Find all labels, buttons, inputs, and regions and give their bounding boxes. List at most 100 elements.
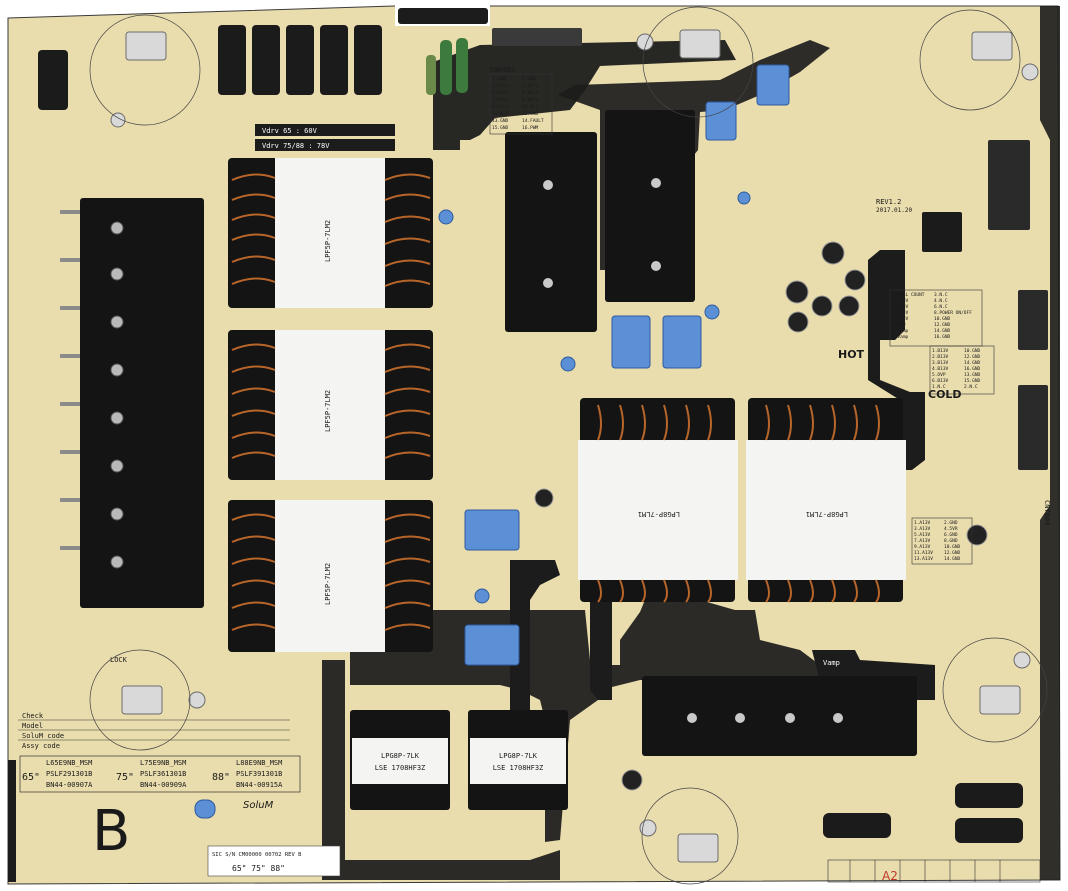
pin-16: 16.PWM [522,125,539,131]
model-75-line1: L75E9NB_MSM [140,759,186,767]
transformer-lk-left-line2: LSE 1708HF3Z [375,764,426,772]
pin-r3b-7: 14.GND [944,556,961,562]
pin-5: 5.Vdrv [492,90,509,96]
transformer-lk-right-line1: LPG8P-7LK [499,752,538,760]
pin-r1b-1: 3.N.C [934,292,948,298]
transformer-lm2-bottom: LPF5P-7LM2 [228,500,433,652]
pin-r1-5: 5.A13V [892,316,909,322]
model-table: Check Model SoluM code Assy code 65" 75"… [18,712,301,864]
top-heatsinks [505,110,695,332]
model-88-line2: PSLF391301B [236,770,282,778]
model-75-line2: PSLF361301B [140,770,186,778]
size-75: 75" [116,772,134,783]
sticker-serial: SIC S/N CM00000 00702 REV B [212,852,302,858]
model-88-line3: BN44-00915A [236,781,283,789]
transformer-lm1-right-label: LPG8P-7LM1 [806,510,848,518]
pinout-table-right-1: 1.PULL COUNT 2.A13V 3.A13V 4.A13V 5.A13V… [889,289,983,347]
transformer-lm1-right: LPG8P-7LM1 [746,398,906,603]
pin-r1-8: 8.Vamp [892,334,909,340]
pin-r1-2: 2.A13V [892,298,909,304]
pin-r2-7: 1.N.C [932,384,946,390]
pin-r1-3: 3.A13V [892,304,909,310]
pin-r2b-1: 10.GND [964,348,981,354]
label-hot: HOT [838,348,865,361]
label-model: Model [22,722,43,730]
pin-10: 10.N.C [522,104,539,110]
pin-r3b-3: 6.GND [944,532,958,538]
model-75-line3: BN44-00909A [140,781,187,789]
transformer-lm2-top-label: LPF5P-7LM2 [324,220,332,262]
pin-r1b-6: 12.GND [934,322,951,328]
pin-r2b-2: 12.GND [964,354,981,360]
label-cnt804: CNT804 [1043,500,1051,525]
model-88-line1: L88E9NB_MSM [236,759,282,767]
model-65-line1: L65E9NB_MSM [46,759,92,767]
label-lock: LOCK [110,656,128,664]
pin-r3-2: 3.A13V [914,526,931,532]
lugs [110,29,1039,863]
pin-r2b-3: 14.GND [964,360,981,366]
pin-15: 15.GND [492,125,509,131]
label-rev: REV1.2 [876,198,901,206]
pin-r2b-4: 16.GND [964,366,981,372]
pin-r1b-4: 8.POWER ON/OFF [934,310,972,316]
pin-r3b-4: 8.GND [944,538,958,544]
transformer-lm1-left: LPG8P-7LM1 [578,398,738,603]
pin-7: 7.Vdrv [492,97,509,103]
pinout-table-cnv903: 1.GND 2.GND 3.Vdrv 4.Vdrv 5.Vdrv 6.Vdrv … [489,73,553,135]
model-65-line3: BN44-00907A [46,781,93,789]
check-grid: A2 [827,859,1041,883]
pin-9: 9.Vdrv [492,104,509,110]
connectors [492,28,1048,470]
top-capacitors [38,25,468,110]
pin-r3-7: 13.A13V [914,556,933,562]
label-cnv903: CNV903 [490,66,515,74]
pin-r2-1: 1.B13V [932,348,949,354]
transformer-lm2-bottom-label: LPF5P-7LM2 [324,563,332,605]
pin-8: 8.Vdrv [522,97,539,103]
pin-r1-7: 7.Vamp [892,328,909,334]
transformer-lm1-left-label: LPG8P-7LM1 [638,510,680,518]
pin-r3-1: 1.A13V [914,520,931,526]
pin-2: 2.GND [522,76,536,82]
label-vdrv-65: Vdrv 65 : 60V [262,127,318,135]
pin-14: 14.FAULT [522,118,544,124]
transformer-lk-right-line2: LSE 1708HF3Z [493,764,544,772]
pin-r1b-8: 16.GND [934,334,951,340]
pin-6: 6.Vdrv [522,90,539,96]
label-rev-date: 2017.01.20 [876,207,913,214]
pin-r3b-5: 10.GND [944,544,961,550]
pin-11: 11.N.C [492,111,509,117]
pin-r2-6: 6.B13V [932,378,949,384]
pin-r3b-6: 12.GND [944,550,961,556]
brand-solum: SoluM [243,800,274,811]
axial-caps [823,783,1023,843]
label-cold: COLD [928,388,962,401]
pin-3: 3.Vdrv [492,83,509,89]
pin-r3-5: 9.A13V [914,544,931,550]
pin-r2-3: 3.B13V [932,360,949,366]
pin-12: 12.GND [522,111,539,117]
pin-r3b-1: 2.GND [944,520,958,526]
pin-r1-6: 6.GND [892,322,906,328]
pin-r1b-3: 6.N.C [934,304,948,310]
label-vamp: Vamp [823,659,840,667]
pin-r1-4: 4.A13V [892,310,909,316]
board-labels: Vdrv 65 : 60V Vdrv 75/88 : 78V HOT COLD … [110,66,1051,668]
label-vdrv-75-88: Vdrv 75/88 : 78V [262,142,330,150]
bottom-right-heatsink [642,676,917,756]
sticker-sizes: 65" 75" 88" [232,864,285,873]
pinout-table-right-2: 1.B13V 2.B13V 3.B13V 4.B13V 5.OVP 6.B13V… [929,345,995,395]
pin-r1b-5: 10.GND [934,316,951,322]
stamp-a2: A2 [882,869,898,883]
pin-r3-6: 11.A13V [914,550,933,556]
label-solum-code: SoluM code [22,732,64,740]
pin-r3-4: 7.A13V [914,538,931,544]
label-check: Check [22,712,44,720]
pin-r2-5: 5.OVP [932,372,946,378]
pin-r2-4: 4.B13V [932,366,949,372]
pin-13: 13.GND [492,118,509,124]
pin-r1-1: 1.PULL COUNT [892,292,925,298]
transformer-lk-left: LPG8P-7LK LSE 1708HF3Z [350,710,450,810]
